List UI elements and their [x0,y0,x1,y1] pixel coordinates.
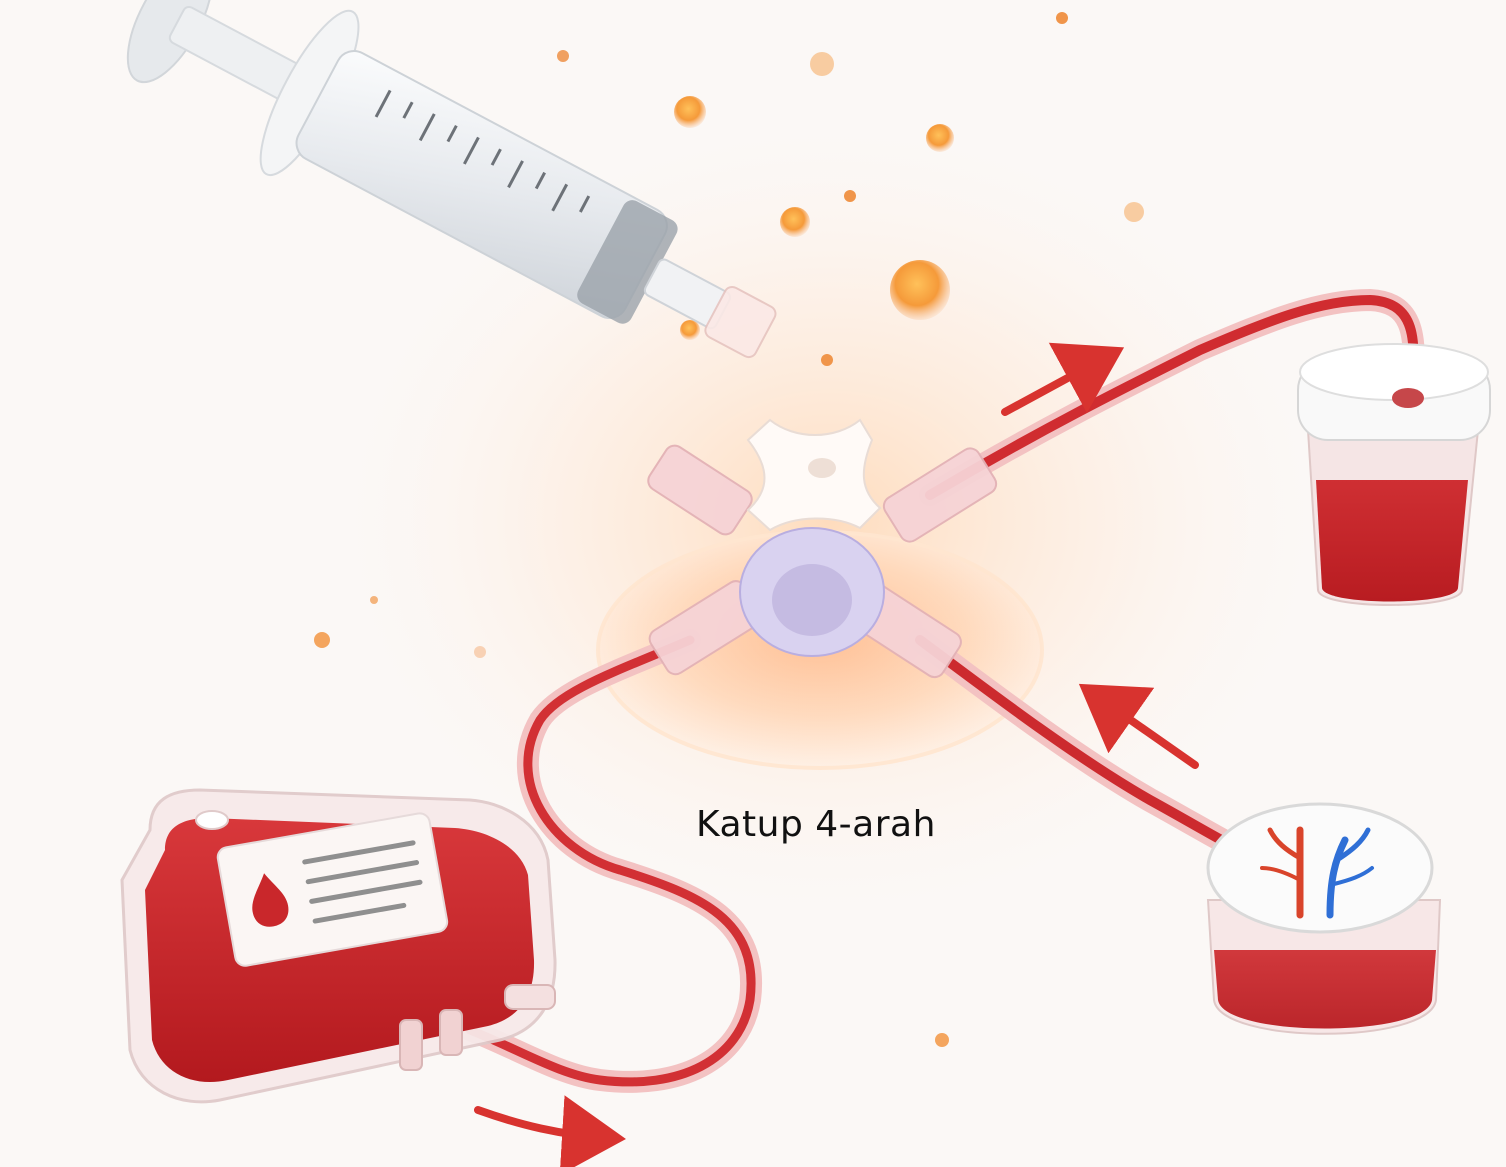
patient-vessel-icon [1208,804,1440,1034]
particle [890,260,950,320]
particle [1056,12,1068,24]
particle [314,632,330,648]
particle [370,596,378,604]
particle [780,207,810,237]
collection-cup-icon [1298,344,1490,605]
particle [810,52,834,76]
particle [844,190,856,202]
particle [821,354,833,366]
particle [474,646,486,658]
particle [926,124,954,152]
particle [680,320,700,340]
blood-bag-icon [122,790,555,1102]
particle [557,50,569,62]
particle [674,96,706,128]
flow-arrow-icon [478,1110,610,1138]
particle [935,1033,949,1047]
particle [1124,202,1144,222]
valve-label: Katup 4-arah [696,804,936,845]
